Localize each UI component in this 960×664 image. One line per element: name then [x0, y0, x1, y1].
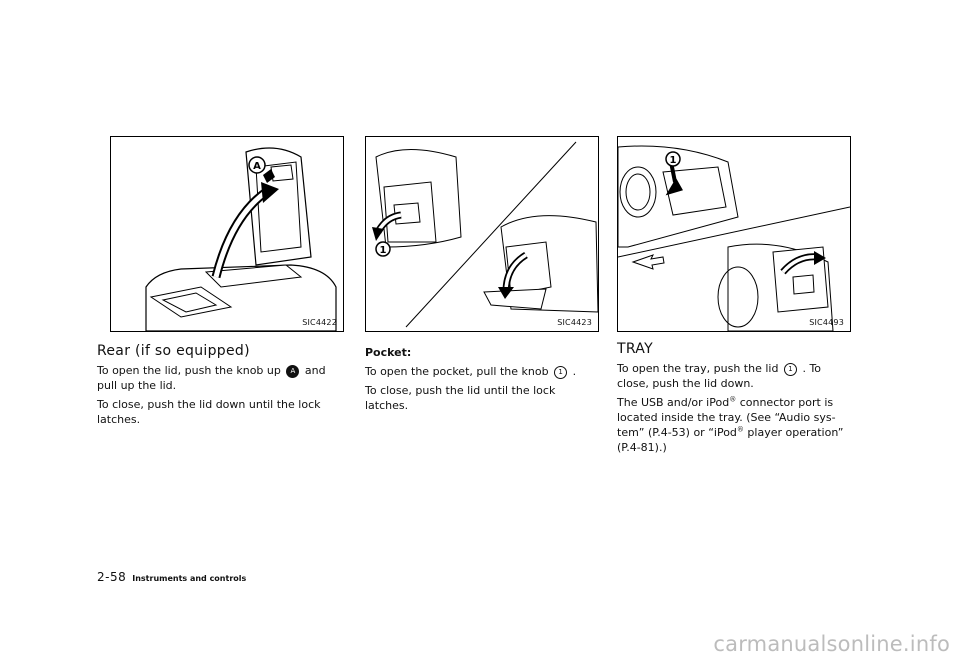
paragraph: To close, push the lid until the lock la…	[365, 384, 556, 412]
text: connector port is located inside the tra…	[617, 396, 836, 439]
tray-illustration: 1	[618, 145, 850, 331]
registered-mark: ®	[736, 425, 744, 434]
section-heading: Rear (if so equipped)	[97, 343, 250, 359]
paragraph: The USB and/or iPod® connector port is l…	[617, 395, 853, 455]
figure-rear-armrest: A SIC4422	[110, 136, 344, 332]
paragraph: To open the lid, push the knob up A and …	[97, 363, 345, 393]
text: . To close, push the lid down.	[617, 362, 822, 390]
pocket-illustration: 1	[372, 141, 598, 328]
section-heading: TRAY	[617, 341, 653, 357]
page-number: 2-58	[97, 570, 127, 584]
callout-1: 1	[380, 245, 387, 256]
section-title: Instruments and controls	[132, 574, 247, 583]
armrest-lid-illustration: A	[145, 147, 337, 331]
text: The USB and/or iPod	[617, 396, 730, 409]
paragraph: To close, push the lid down until the lo…	[97, 398, 321, 426]
marker-1-icon: 1	[554, 366, 568, 379]
registered-mark: ®	[729, 395, 737, 404]
text: To open the pocket, pull the knob	[365, 365, 549, 378]
callout-a: A	[253, 161, 261, 172]
figure-code: SIC4423	[557, 318, 592, 327]
paragraph: To open the pocket, pull the knob 1 .	[365, 364, 601, 379]
figure-pocket: 1 SIC4423	[365, 136, 599, 332]
page-footer: 2-58 Instruments and controls	[97, 566, 246, 585]
figure-code: SIC4422	[302, 318, 337, 327]
watermark[interactable]: carmanualsonline.info	[713, 632, 950, 656]
figure-tray: 1 SIC4493	[617, 136, 851, 332]
callout-1: 1	[670, 155, 677, 166]
text: To open the tray, push the lid	[617, 362, 779, 375]
column-pocket: Pocket: To open the pocket, pull the kno…	[365, 345, 601, 417]
text: To open the lid, push the knob up	[97, 364, 281, 377]
text: and pull up the lid.	[97, 364, 326, 392]
text: player operation” (P.4-81).)	[617, 426, 844, 454]
subheading: Pocket:	[365, 346, 412, 359]
text: .	[572, 365, 577, 378]
paragraph: To open the tray, push the lid 1 . To cl…	[617, 361, 853, 391]
marker-a-icon: A	[286, 365, 300, 378]
marker-1-icon: 1	[783, 363, 797, 376]
figure-code: SIC4493	[809, 318, 844, 327]
column-rear: Rear (if so equipped) To open the lid, p…	[97, 344, 345, 431]
column-tray: TRAY To open the tray, push the lid 1 . …	[617, 342, 853, 459]
